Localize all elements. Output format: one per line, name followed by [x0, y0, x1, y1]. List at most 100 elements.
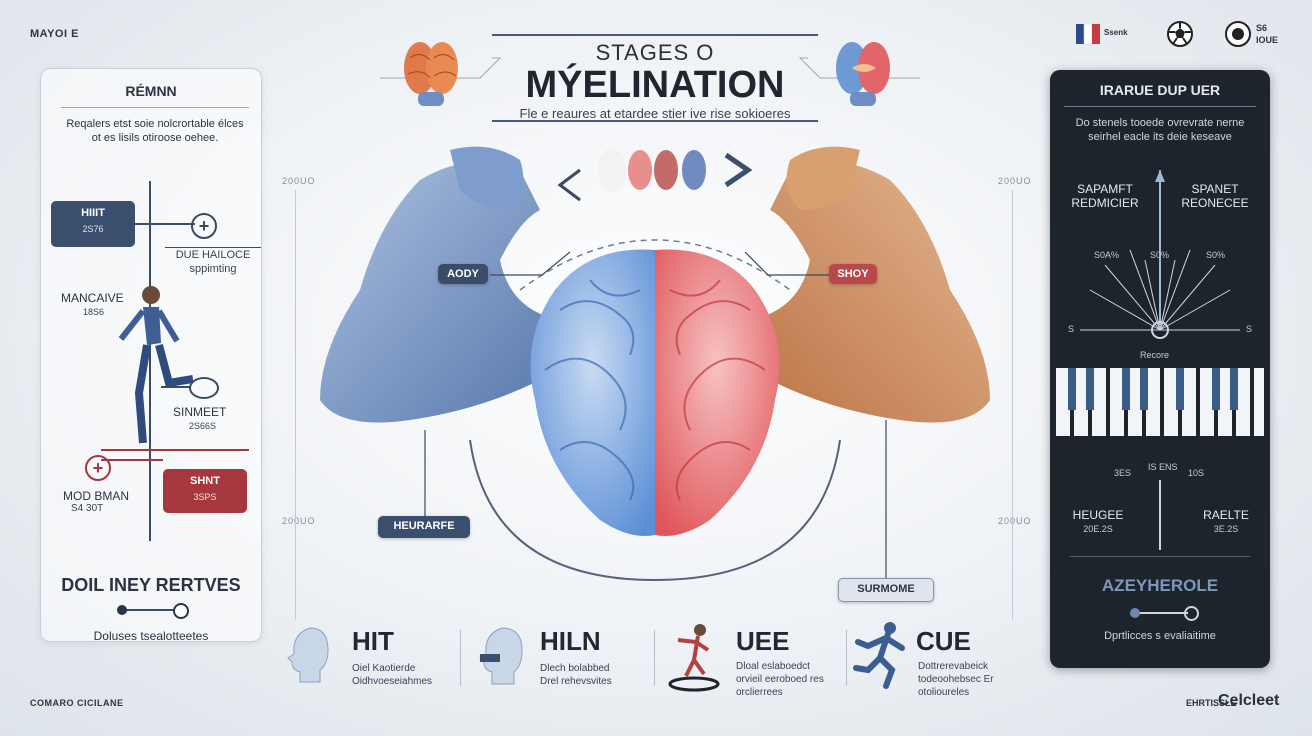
scale-label-upper-right: 200UO — [998, 176, 1032, 186]
bar-key-dark — [1212, 368, 1220, 410]
small-brain-right-icon — [836, 42, 890, 106]
soccer-ball-icon — [1166, 20, 1194, 53]
shnt-pill: SHNT 3SPS — [163, 469, 247, 513]
mid-label-center: IS ENS — [1148, 462, 1178, 472]
card-separator — [460, 630, 461, 686]
left-panel: RÉMNN Reqalers etst soie nolcrortable él… — [40, 68, 262, 643]
card-hit-line2: Oidhvoeseiahmes — [352, 676, 433, 687]
hiit-label: HIIIT — [81, 207, 105, 219]
left-panel-divider — [61, 107, 249, 108]
sinmeet-label: SINMEET — [173, 405, 227, 419]
bar-key — [1110, 368, 1124, 436]
left-connector-1 — [135, 223, 195, 225]
bar-key-dark — [1122, 368, 1130, 410]
scale-label-upper-left: 200UO — [282, 176, 316, 186]
right-panel-footer: Dprtlicces s evaliaitime — [1104, 630, 1216, 642]
bar-key — [1254, 368, 1264, 436]
card-cue-title: CUE — [916, 626, 971, 656]
right-bottom-title: AZEYHEROLE — [1101, 576, 1219, 595]
left-connector-red-2 — [101, 459, 163, 461]
bar-key — [1092, 368, 1106, 436]
right-slider-dot — [1130, 608, 1140, 618]
scale-label-lower-right: 200UO — [998, 516, 1032, 526]
mod-value: S4 30T — [71, 503, 104, 514]
badge-text: S6 IOUE — [1256, 22, 1278, 46]
left-panel-footer: Doluses tsealotteetes — [93, 629, 209, 643]
head-mask-icon — [479, 627, 523, 685]
right-panel-divider — [1064, 106, 1256, 107]
flag-logo: Ssenk — [1076, 22, 1136, 48]
mancaive-label: MANCAIVE — [61, 291, 124, 305]
card-uee-line3: orclierrees — [736, 687, 783, 698]
hiit-pill: HIIIT 2S76 — [51, 201, 135, 247]
mid-label-left: 3ES — [1114, 468, 1132, 478]
card-hit: HIT Oiel Kaotierde Oidhvoeseiahmes — [286, 624, 442, 694]
right-col-left-title: SAPAMFT — [1077, 182, 1133, 196]
raelte-value: 3E.2S — [1213, 524, 1239, 534]
gauge-label-left: S0A% — [1094, 250, 1120, 260]
bar-key-dark — [1140, 368, 1148, 410]
right-col-left: SAPAMFT REDMICIER — [1060, 182, 1150, 210]
heugee-value: 20E.2S — [1083, 524, 1113, 534]
right-panel: IRARUE DUP UER Do stenels tooede ovrevra… — [1050, 70, 1270, 668]
title-line1: STAGES O — [595, 40, 715, 65]
shnt-value: 3SPS — [193, 492, 217, 502]
bar-key — [1128, 368, 1142, 436]
card-cue: CUE Dottrerevabeick todeoohebsec Er otol… — [852, 620, 1032, 698]
card-hiln-line1: Dlech bolabbed — [540, 663, 610, 674]
gauge-caption: Recore — [1140, 350, 1170, 360]
tag-aody: AODY — [438, 264, 488, 284]
right-panel-description: Do stenels tooede ovrevrate nerne seirhe… — [1075, 117, 1245, 143]
bar-key — [1200, 368, 1214, 436]
page-subtitle: Fle e reaures at etardee stier ive rise … — [519, 106, 791, 121]
card-cue-line2: todeoohebsec Er — [918, 674, 994, 685]
left-connector-red-1 — [101, 449, 249, 451]
left-slider-track — [121, 609, 181, 611]
hiit-value: 2S76 — [82, 224, 104, 234]
bar-key — [1164, 368, 1178, 436]
right-panel-heading: IRARUE DUP UER — [1099, 82, 1221, 98]
due-sub: sppimting — [189, 263, 237, 275]
right-col-left-sub: REDMICIER — [1071, 196, 1139, 210]
gauge-s-left: S — [1068, 324, 1075, 334]
left-timeline-line — [149, 181, 151, 541]
title-block: STAGES O MÝELINATION Fle e reaures at et… — [492, 34, 818, 122]
top-left-label: MAYOI E — [30, 28, 79, 40]
mod-label: MOD BMAN — [63, 489, 129, 503]
heugee-label: HEUGEE — [1072, 508, 1124, 522]
tag-shoy: SHOY — [829, 264, 877, 284]
tag-surmome: SURMOME — [838, 578, 934, 602]
key-bars — [1056, 368, 1264, 438]
card-uee-line1: Dloal eslaboedct — [736, 661, 810, 672]
flag-logo-text: Ssenk — [1104, 28, 1128, 37]
card-separator — [846, 630, 847, 686]
left-connector-3 — [161, 386, 191, 388]
bar-key — [1146, 368, 1160, 436]
card-uee-title: UEE — [736, 626, 790, 656]
bar-key-dark — [1068, 368, 1076, 410]
card-hiln: HILN Dlech bolabbed Drel rehevsvites — [476, 624, 646, 694]
shnt-label: SHNT — [190, 475, 220, 487]
card-hit-title: HIT — [352, 626, 394, 656]
right-col-right-sub: REONECEE — [1181, 196, 1249, 210]
minus-circle-icon — [189, 377, 219, 399]
card-hiln-line2: Drel rehevsvites — [540, 676, 612, 687]
left-slider-ring — [173, 603, 189, 619]
head-profile-icon — [287, 627, 329, 683]
bar-key — [1236, 368, 1250, 436]
raelte-block: RAELTE 3E.2S — [1196, 508, 1256, 536]
plus-circle-icon: + — [191, 213, 217, 239]
gauge-label-mid: S0% — [1150, 250, 1170, 260]
left-panel-heading: RÉMNN — [125, 83, 177, 99]
card-hiln-title: HILN — [540, 626, 601, 656]
gauge-label-right: S0% — [1206, 250, 1226, 260]
bar-key — [1182, 368, 1196, 436]
bottom-left-label: COMARO CICILANE — [30, 698, 124, 708]
bottom-right-small-label: EHRTISSLE — [1186, 698, 1237, 708]
badge-line2: IOUE — [1256, 35, 1279, 45]
left-bottom-title: DOIL INEY RERTVES — [61, 575, 241, 595]
red-plus-circle-icon: + — [85, 455, 111, 481]
card-separator — [654, 630, 655, 686]
brain-muscle-illustration — [320, 146, 990, 582]
runner-silhouette-icon — [853, 622, 905, 689]
